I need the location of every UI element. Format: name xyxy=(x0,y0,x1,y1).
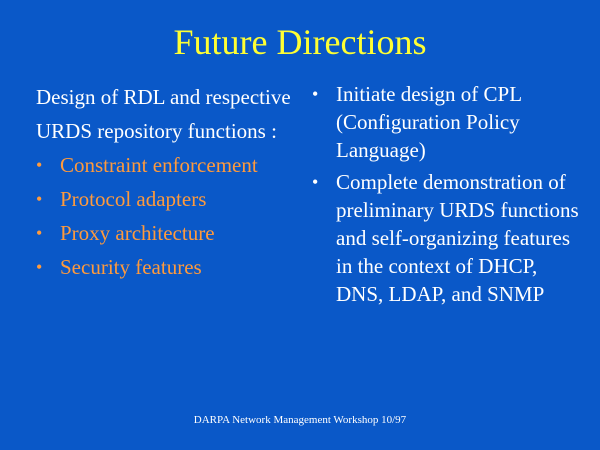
bullet-icon: • xyxy=(312,84,319,104)
left-bullet-list: • Constraint enforcement • Protocol adapte… xyxy=(36,148,296,284)
right-column: • Initiate design of CPL (Configuration P… xyxy=(312,80,582,312)
bullet-icon: • xyxy=(312,172,319,192)
list-item: • Constraint enforcement xyxy=(36,148,296,182)
bullet-icon: • xyxy=(36,155,43,175)
left-intro-text: Design of RDL and respective URDS reposi… xyxy=(36,85,291,143)
list-item: • Complete demonstration of preliminary U… xyxy=(312,168,582,308)
bullet-icon: • xyxy=(36,223,43,243)
list-item: • Protocol adapters xyxy=(36,182,296,216)
list-item-text: Constraint enforcement xyxy=(60,153,258,177)
bullet-icon: • xyxy=(36,189,43,209)
list-item-text: Proxy architecture xyxy=(60,221,215,245)
list-item: • Security features xyxy=(36,250,296,284)
list-item-text: Complete demonstration of preliminary UR… xyxy=(336,170,579,306)
list-item-text: Protocol adapters xyxy=(60,187,207,211)
right-bullet-list: • Initiate design of CPL (Configuration P… xyxy=(312,80,582,308)
list-item: • Initiate design of CPL (Configuration P… xyxy=(312,80,582,164)
left-column: Design of RDL and respective URDS reposi… xyxy=(36,80,296,284)
list-item-text: Security features xyxy=(60,255,202,279)
slide-footer: DARPA Network Management Workshop 10/97 xyxy=(193,414,407,426)
bullet-icon: • xyxy=(36,257,43,277)
list-item: • Proxy architecture xyxy=(36,216,296,250)
slide-title: Future Directions xyxy=(173,22,427,62)
list-item-text: Initiate design of CPL (Configuration Po… xyxy=(336,82,522,162)
